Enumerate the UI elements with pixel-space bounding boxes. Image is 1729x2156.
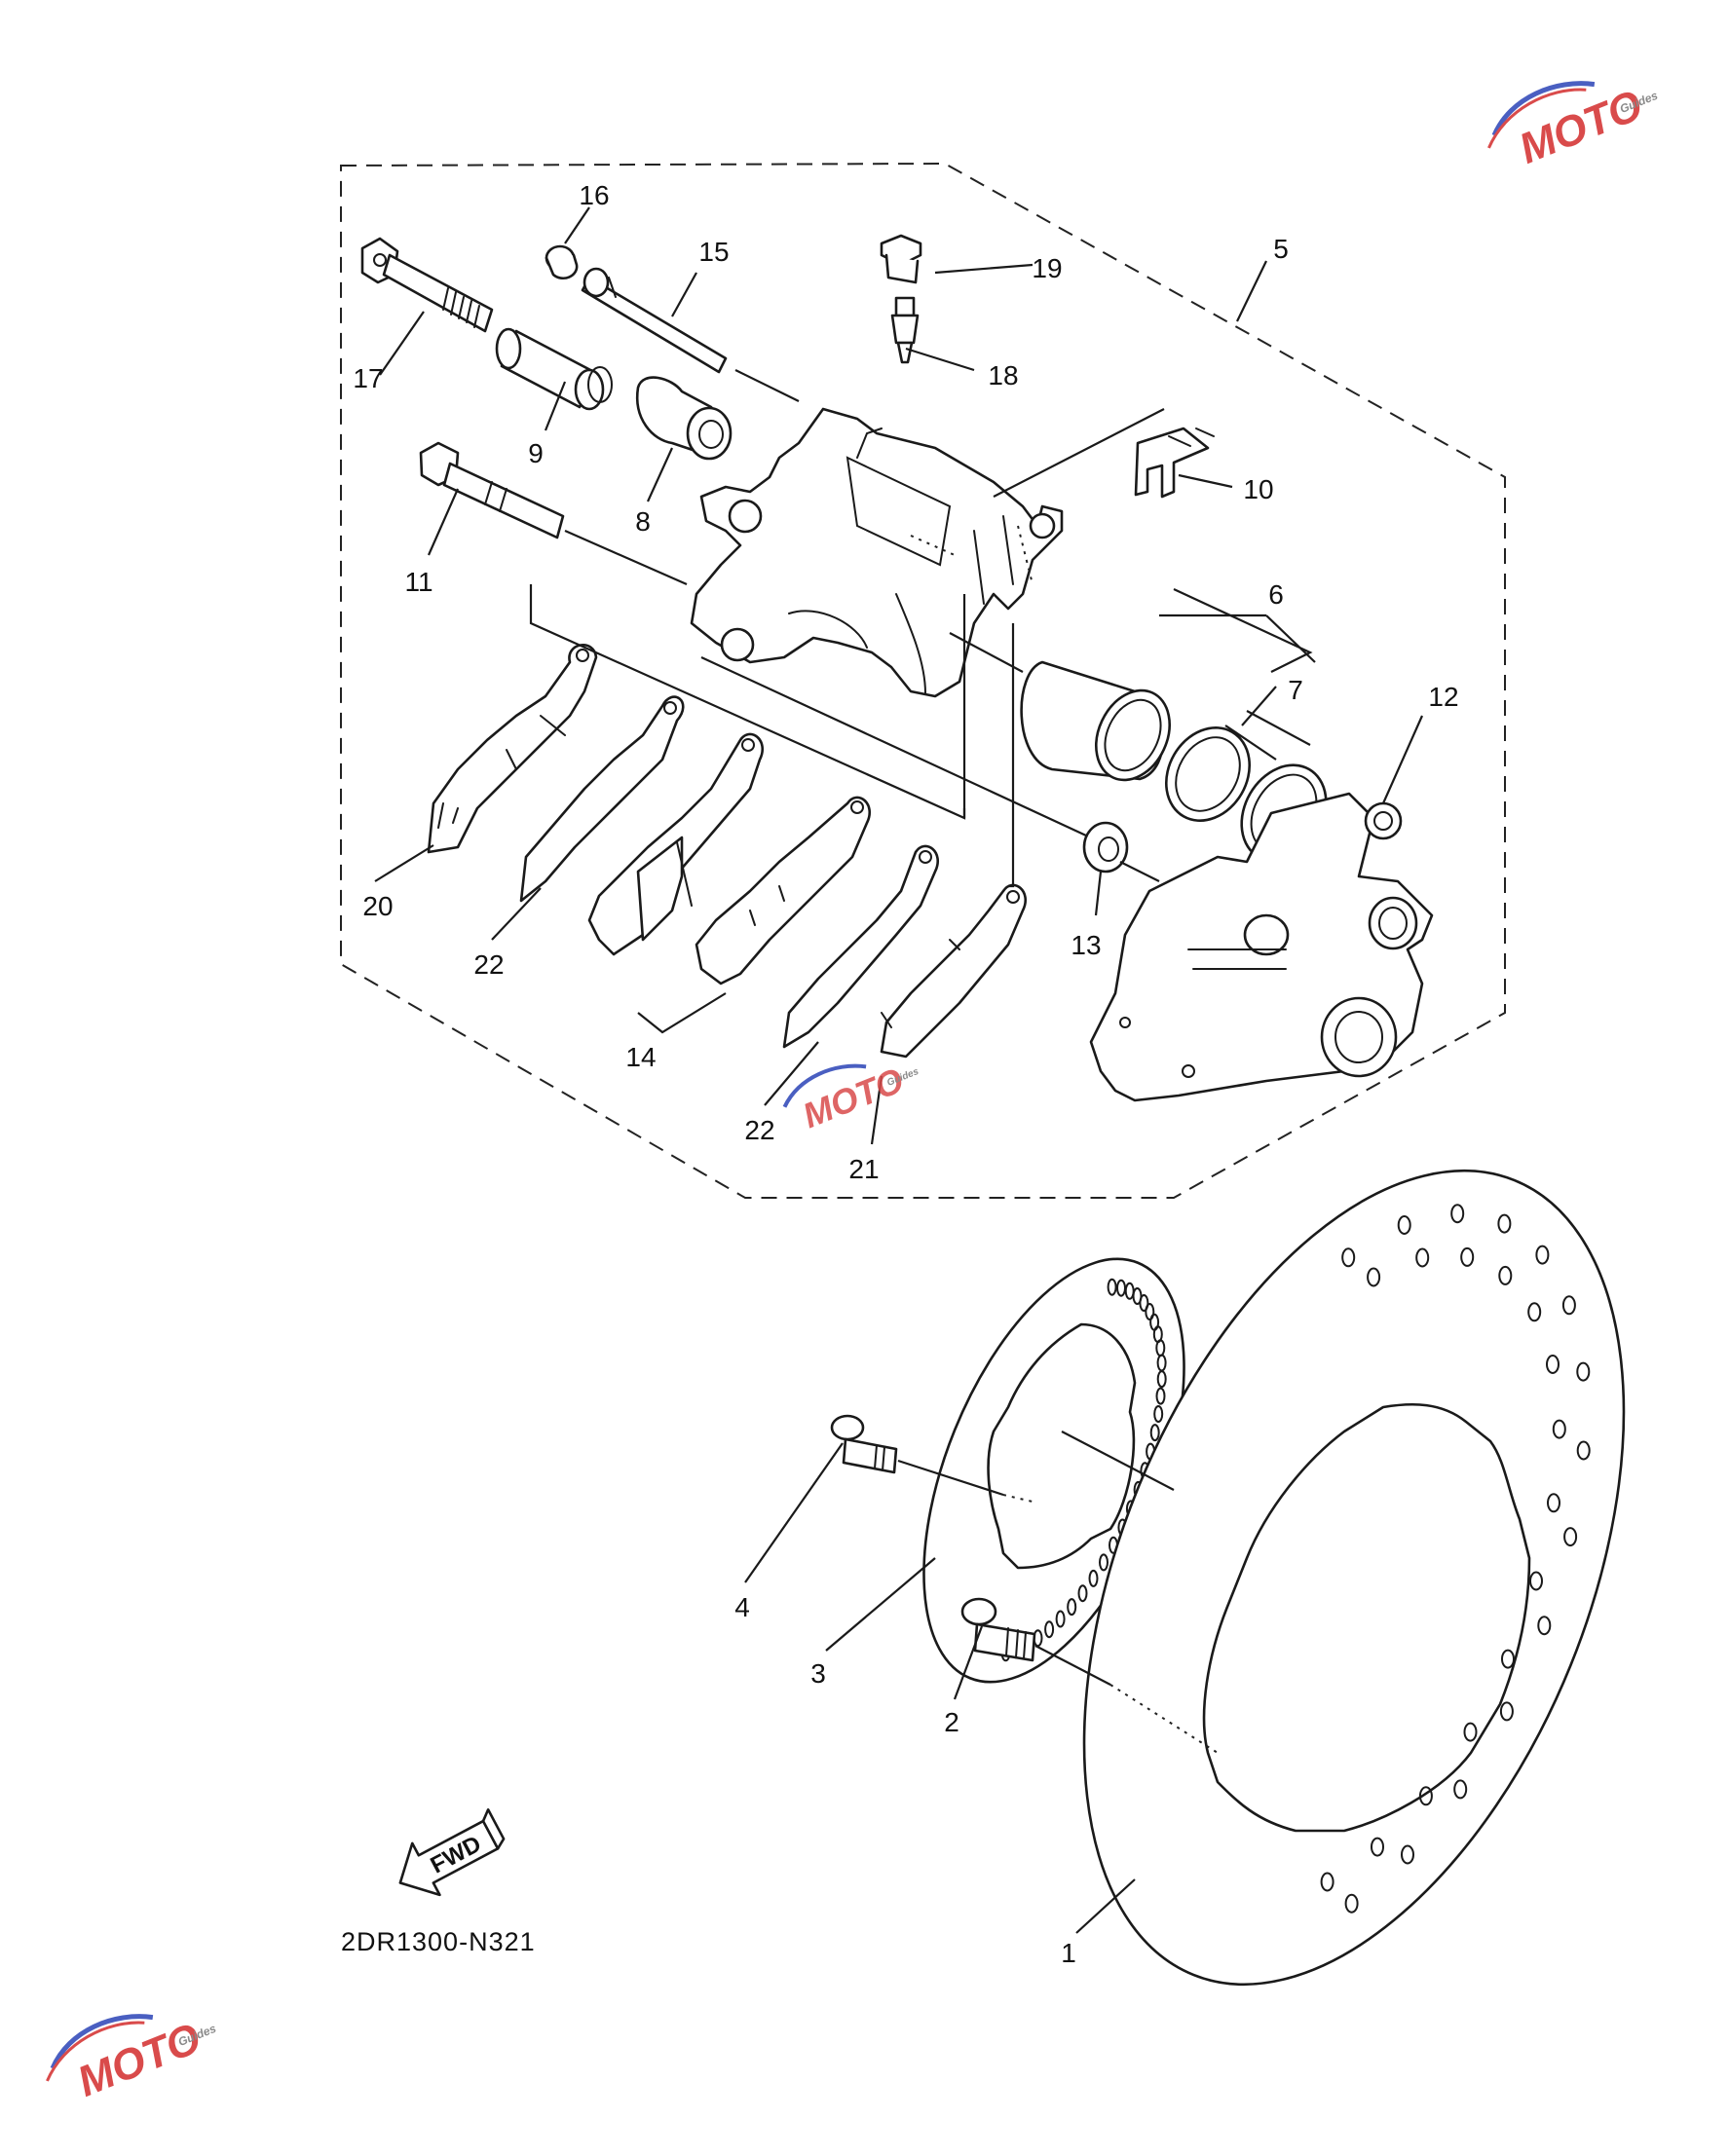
sensor-slot <box>1055 1610 1066 1628</box>
callout-12: 12 <box>1428 682 1458 712</box>
disc-hole <box>1415 1247 1430 1268</box>
disc-hole <box>1367 1267 1381 1287</box>
disc-hole <box>1453 1779 1468 1800</box>
callout-11: 11 <box>404 567 432 597</box>
sensor-slot <box>1107 1278 1117 1296</box>
part-19-bleed-cap <box>880 234 922 284</box>
callout-9: 9 <box>528 438 544 468</box>
disc-hole <box>1418 1786 1433 1806</box>
callout-22a: 22 <box>473 949 504 980</box>
part-15-pin <box>581 267 728 374</box>
disc-hole <box>1501 1649 1515 1669</box>
callout-numbers: 16 15 19 5 18 17 9 10 8 11 6 7 12 20 13 … <box>353 180 1458 1968</box>
watermark-top-right: MOTO Guides <box>1487 81 1660 173</box>
part-10-clip <box>1134 427 1215 499</box>
disc-hole <box>1320 1872 1334 1892</box>
watermark-brand-mid: MOTO <box>797 1059 909 1135</box>
disc-hole <box>1563 1527 1578 1547</box>
callout-8: 8 <box>635 506 651 537</box>
disc-hole <box>1499 1701 1514 1722</box>
fwd-arrow-icon: FWD <box>398 1807 506 1897</box>
callout-22b: 22 <box>744 1115 774 1145</box>
disc-hole <box>1401 1844 1414 1865</box>
disc-hole <box>1463 1722 1478 1742</box>
part-1-brake-disc <box>1082 1169 1626 1987</box>
sensor-slot <box>1099 1553 1109 1572</box>
callout-18: 18 <box>988 360 1018 390</box>
callout-16: 16 <box>579 180 609 210</box>
disc-hole <box>1527 1302 1542 1322</box>
sensor-slot <box>1044 1620 1055 1639</box>
callout-3: 3 <box>810 1658 826 1689</box>
sensor-slot <box>1067 1598 1077 1617</box>
part-20-shim <box>427 643 598 854</box>
callout-leaders <box>374 206 1424 1934</box>
disc-hole <box>1535 1245 1550 1265</box>
disc-hole <box>1546 1355 1560 1374</box>
sensor-slot <box>1088 1569 1099 1587</box>
part-14-pads <box>587 732 871 985</box>
watermark-bottom-left: MOTO Guides <box>46 2014 218 2106</box>
caliper-leader-lines <box>529 369 1313 888</box>
callout-6: 6 <box>1268 579 1284 610</box>
part-2-bolt <box>960 1597 1036 1662</box>
brake-disc-holes <box>1320 1204 1591 1914</box>
part-9-sleeve <box>495 327 613 411</box>
part-16-cap <box>545 244 579 280</box>
disc-hole <box>1529 1571 1543 1591</box>
sensor-slot <box>1155 1387 1166 1405</box>
part-5-caliper-body <box>690 407 1064 698</box>
sensor-slot <box>1077 1584 1088 1603</box>
part-18-bleed-screw <box>890 296 920 364</box>
sensor-slot <box>1149 1424 1160 1442</box>
disc-hole <box>1552 1419 1566 1439</box>
callout-5: 5 <box>1273 234 1289 264</box>
callout-15: 15 <box>698 237 729 267</box>
disc-hole <box>1561 1295 1576 1316</box>
callout-7: 7 <box>1288 675 1303 705</box>
disc-hole <box>1397 1215 1411 1235</box>
callout-2: 2 <box>944 1707 959 1737</box>
disc-hole <box>1450 1204 1465 1224</box>
part-6-piston <box>1020 660 1171 782</box>
part-21-shim <box>880 883 1027 1059</box>
sensor-slot <box>1156 1370 1167 1389</box>
disc-hole <box>1460 1246 1475 1267</box>
callout-14: 14 <box>625 1042 656 1072</box>
part-8-boot <box>635 376 733 461</box>
part-11-pin-bolt <box>419 441 565 539</box>
part-12-bracket <box>1089 792 1434 1102</box>
part-22a-shim <box>519 695 685 903</box>
part-17-bolt <box>360 237 494 333</box>
disc-hole <box>1537 1616 1552 1636</box>
callout-4: 4 <box>734 1592 750 1622</box>
disc-hole <box>1576 1440 1591 1461</box>
caliper-assembly-boundary <box>340 162 1506 1199</box>
sensor-slot <box>1153 1405 1164 1423</box>
diagram-code: 2DR1300-N321 <box>341 1927 536 1956</box>
callout-19: 19 <box>1032 253 1062 283</box>
part-22b-shim <box>782 844 939 1049</box>
callout-10: 10 <box>1243 474 1273 504</box>
disc-hole <box>1371 1837 1384 1857</box>
part-13-boot <box>1082 821 1129 874</box>
disc-hole <box>1547 1493 1560 1513</box>
disc-hole <box>1497 1213 1512 1234</box>
callout-1: 1 <box>1061 1938 1076 1968</box>
disc-hole <box>1341 1247 1356 1268</box>
sensor-slot <box>1145 1303 1155 1320</box>
disc-hole <box>1498 1265 1513 1285</box>
disc-hole <box>1344 1893 1359 1914</box>
callout-21: 21 <box>848 1154 879 1184</box>
part-4-bolt <box>830 1414 898 1474</box>
rotor-leader-lines <box>897 1431 1219 1754</box>
sensor-slot <box>1139 1294 1149 1312</box>
callout-20: 20 <box>362 891 393 921</box>
disc-hole <box>1576 1361 1591 1382</box>
callout-13: 13 <box>1071 930 1101 960</box>
callout-17: 17 <box>353 363 383 393</box>
